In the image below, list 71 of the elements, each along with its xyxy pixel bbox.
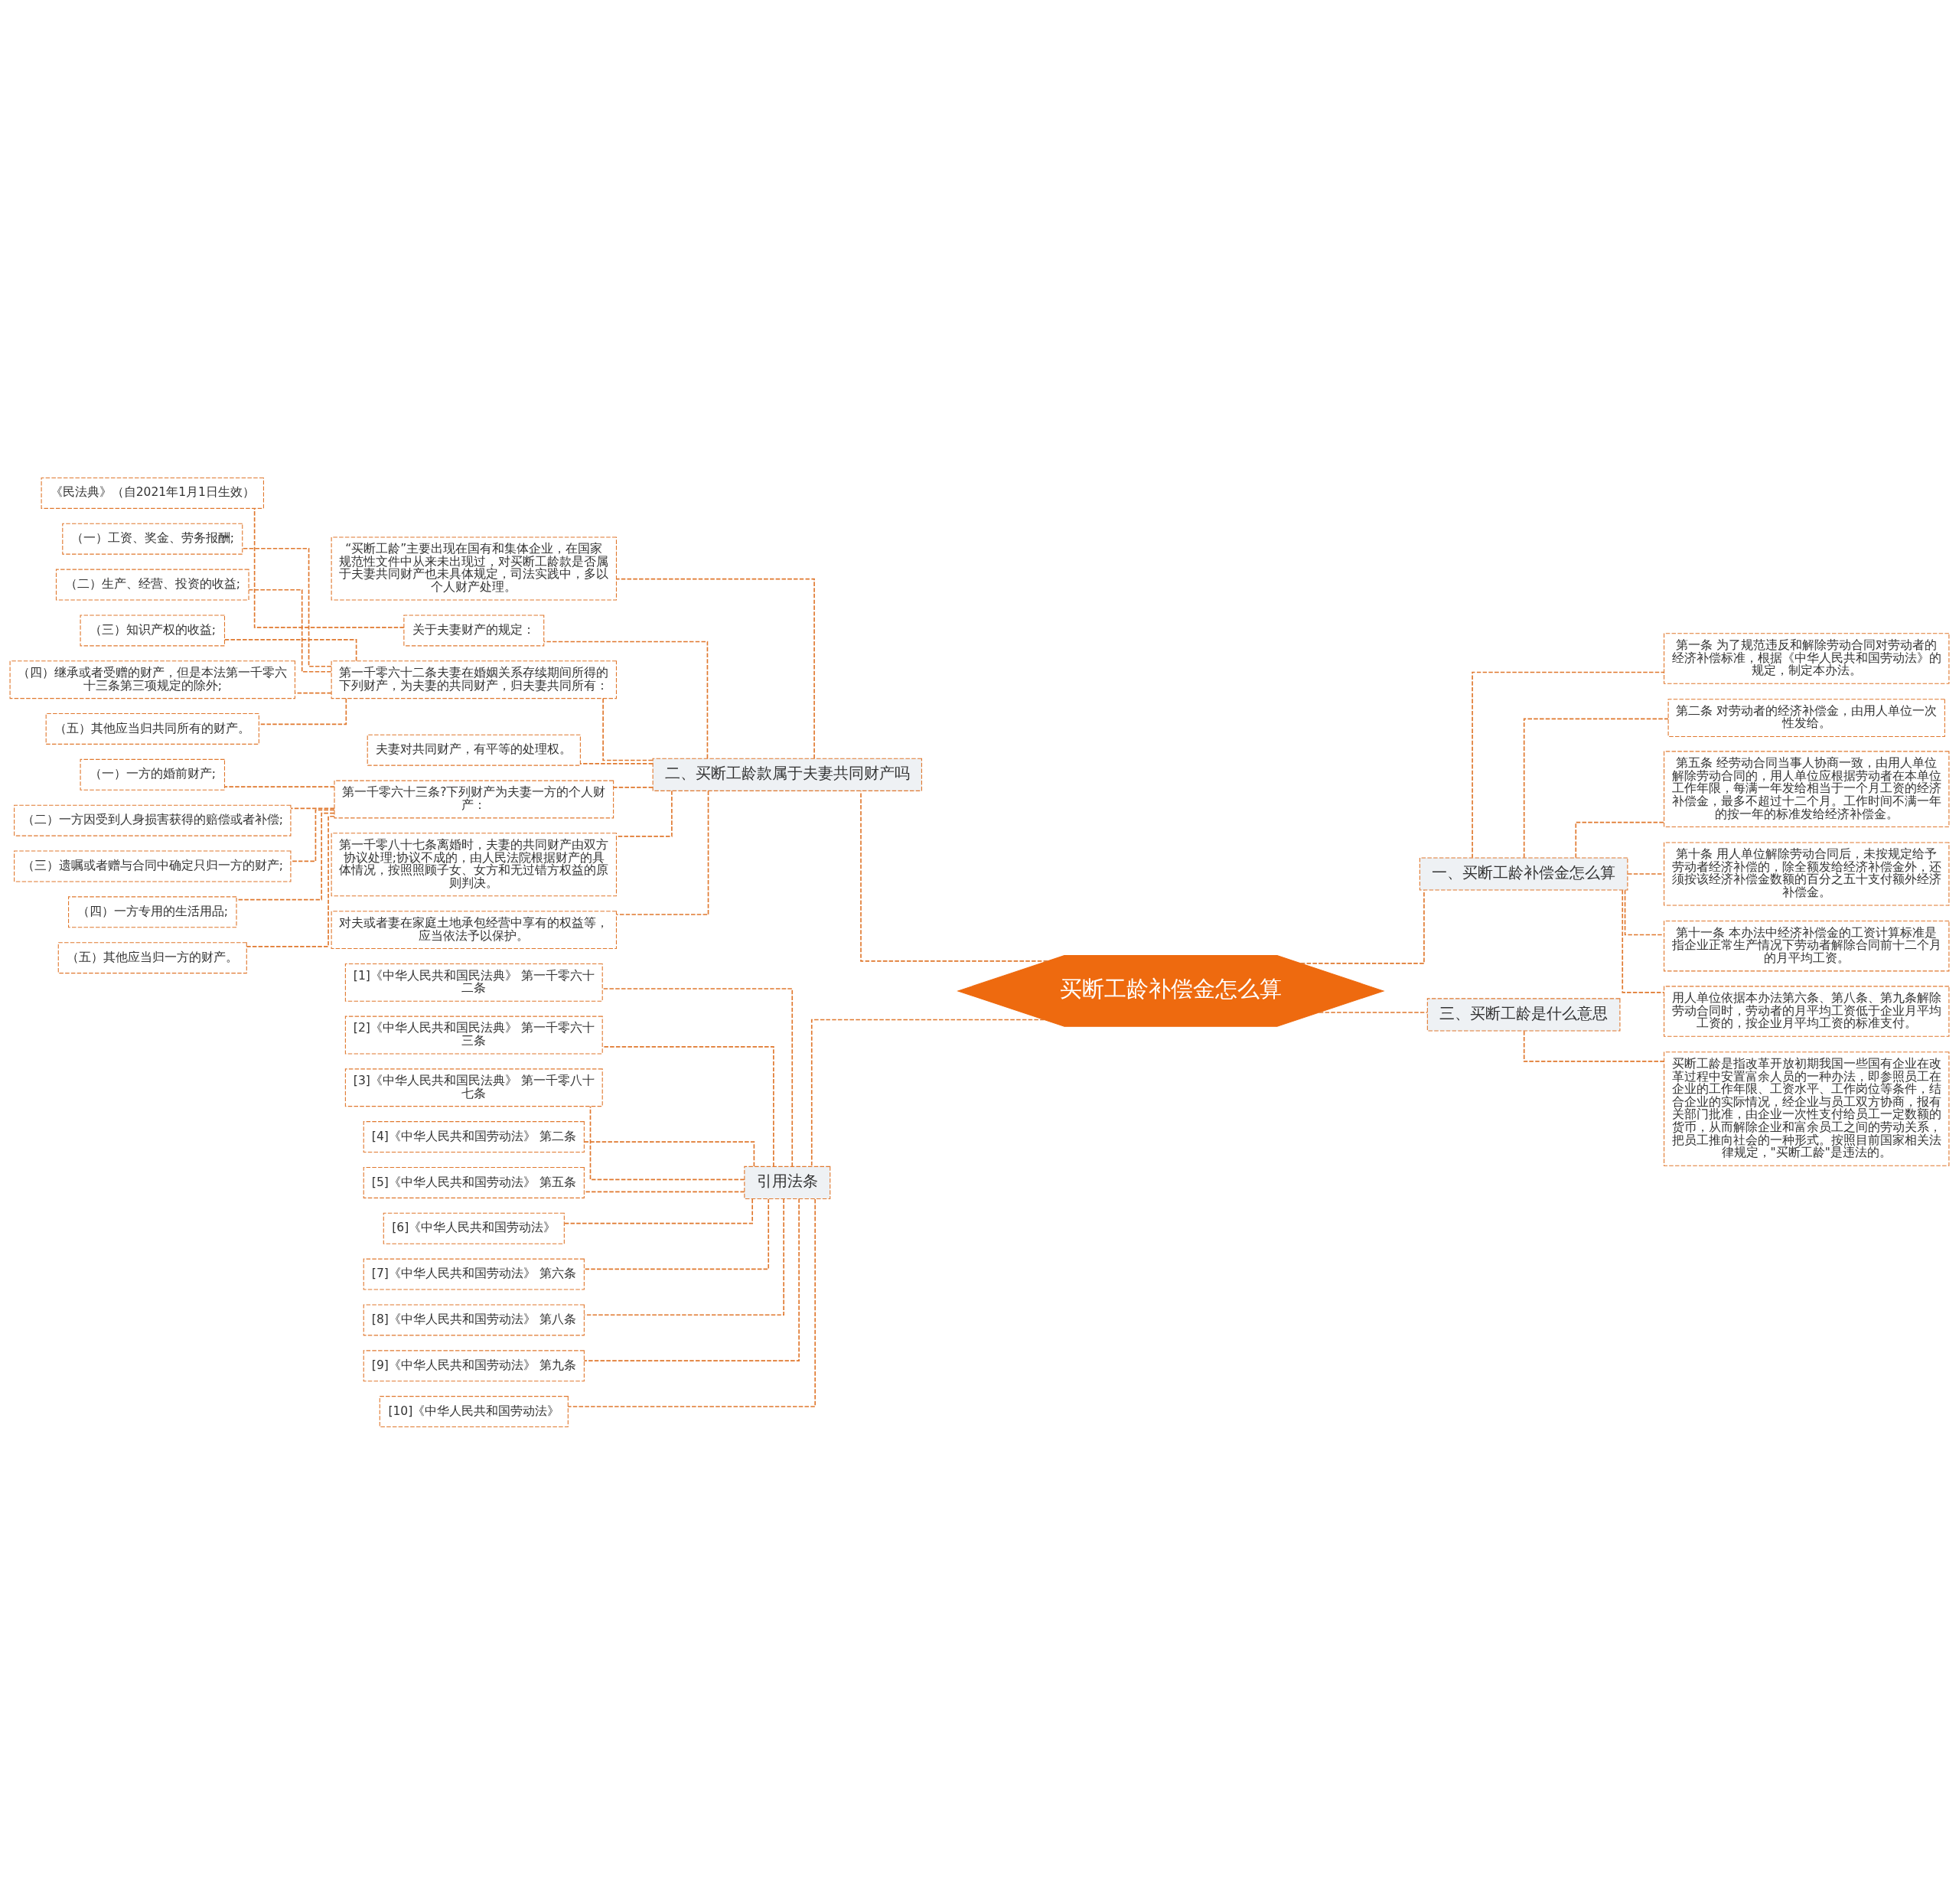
connector xyxy=(253,507,405,628)
node-box: 第十条 用人单位解除劳动合同后，未按规定给予劳动者经济补偿的，除全额发给经济补偿金外，还须按该经济补偿金数额的百分之五十支付额外经济补偿金。 xyxy=(1664,841,1950,906)
node-box: （一）工资、奖金、劳务报酬; xyxy=(62,523,243,555)
connector xyxy=(616,790,709,915)
connector xyxy=(583,1198,800,1361)
connector xyxy=(248,588,332,673)
connector xyxy=(223,638,357,661)
node-box: [3]《中华人民共和国民法典》 第一千零八十七条 xyxy=(344,1068,603,1107)
node-box: 第一条 为了规范违反和解除劳动合同对劳动者的经济补偿标准，根据《中华人民共和国劳动法》的规定，制定本办法。 xyxy=(1664,632,1950,684)
node-box: 第一千零六十三条?下列财产为夫妻一方的个人财产： xyxy=(334,780,614,818)
node-box: 第十一条 本办法中经济补偿金的工资计算标准是指企业正常生产情况下劳动者解除合同前十二个月的月平均工资。 xyxy=(1664,920,1950,971)
node-box: 二、买断工龄款属于夫妻共同财产吗 xyxy=(652,758,922,791)
node-box: 买断工龄是指改革开放初期我国一些国有企业在改革过程中安置富余人员的一种办法，即参照员工在企业的工作年限、工资水平、工作岗位等条件，结合企业的实际情况，经企业与员工双方协商，报有关部门批准，由企业一次性支付给员工一定数额的货币，从而解除企业和富余员工之间的劳动关系，把员工推向社会的一种形式。按照目前国家相关法律规定，"买断工龄"是违法的。 xyxy=(1664,1051,1950,1166)
connector xyxy=(543,641,709,759)
node-box: （二）一方因受到人身损害获得的赔偿或者补偿; xyxy=(14,804,292,836)
node-box: 《民法典》（自2021年1月1日生效） xyxy=(41,477,264,509)
node-box: [7]《中华人民共和国劳动法》 第六条 xyxy=(363,1258,585,1290)
connector xyxy=(601,1045,774,1167)
connector xyxy=(563,1198,753,1224)
node-box: （三）知识产权的收益; xyxy=(80,614,226,646)
node-box: （四）一方专用的生活用品; xyxy=(68,895,237,928)
connector xyxy=(1622,888,1665,993)
connector xyxy=(589,1105,745,1180)
node-box: [9]《中华人民共和国劳动法》 第九条 xyxy=(363,1349,585,1381)
node-box: 三、买断工龄是什么意思 xyxy=(1426,997,1621,1032)
connector xyxy=(1575,821,1665,858)
connector xyxy=(810,1019,1045,1167)
connector xyxy=(1318,1011,1428,1013)
node-box: [8]《中华人民共和国劳动法》 第八条 xyxy=(363,1303,585,1335)
node-box: “买断工龄”主要出现在国有和集体企业，在国家规范性文件中从来未出现过，对买断工龄款是否属于夫妻共同财产也未具体规定，司法实践中，多以个人财产处理。 xyxy=(331,536,618,601)
connector xyxy=(290,809,335,862)
node-box: （三）遗嘱或者赠与合同中确定只归一方的财产; xyxy=(14,850,292,882)
connector xyxy=(583,1198,770,1270)
node-box: （四）继承或者受赠的财产，但是本法第一千零六十三条第三项规定的除外; xyxy=(9,660,295,699)
connector xyxy=(602,697,654,761)
connector xyxy=(583,1140,755,1167)
node-box: [5]《中华人民共和国劳动法》 第五条 xyxy=(363,1166,585,1198)
connector xyxy=(290,807,335,809)
node-box: 用人单位依据本办法第六条、第八条、第九条解除劳动合同时，劳动者的月平均工资低于企业月平均工资的，按企业月平均工资的标准支付。 xyxy=(1664,985,1950,1037)
node-box: [10]《中华人民共和国劳动法》 xyxy=(379,1395,569,1427)
connector xyxy=(612,786,654,788)
node-box: （五）其他应当归共同所有的财产。 xyxy=(45,712,259,745)
connector xyxy=(1472,671,1665,859)
connector xyxy=(246,815,335,947)
connector xyxy=(579,762,654,765)
connector xyxy=(583,1198,784,1316)
node-box: 第一千零八十七条离婚时，夫妻的共同财产由双方协议处理;协议不成的，由人民法院根据财产的具体情况，按照照顾子女、女方和无过错方权益的原则判决。 xyxy=(331,832,618,896)
node-box: 第二条 对劳动者的经济补偿金，由用人单位一次性发给。 xyxy=(1667,698,1945,737)
connector xyxy=(583,1191,745,1192)
node-box: 第五条 经劳动合同当事人协商一致，由用人单位解除劳动合同的，用人单位应根据劳动者在本单位工作年限，每满一年发给相当于一个月工资的经济补偿金，最多不超过十二个月。工作时间不满一年的按一年的标准发给经济补偿金。 xyxy=(1664,750,1950,827)
connector xyxy=(1299,889,1425,964)
connector xyxy=(242,547,332,667)
node-box: （五）其他应当归一方的财产。 xyxy=(57,941,247,973)
node-box: [4]《中华人民共和国劳动法》 第二条 xyxy=(363,1120,585,1153)
connector xyxy=(1523,718,1669,859)
connector xyxy=(615,578,815,759)
node-box: （一）一方的婚前财产; xyxy=(80,758,226,791)
node-box: [1]《中华人民共和国民法典》 第一千零六十二条 xyxy=(344,963,603,1002)
node-box: 一、买断工龄补偿金怎么算 xyxy=(1419,856,1628,891)
connector xyxy=(601,987,794,1167)
connector xyxy=(1523,1029,1664,1062)
connector xyxy=(223,785,335,787)
node-box: 关于夫妻财产的规定： xyxy=(403,614,545,646)
node-box: 对夫或者妻在家庭土地承包经营中享有的权益等，应当依法予以保护。 xyxy=(331,910,618,949)
node-box: 第一千零六十二条夫妻在婚姻关系存续期间所得的下列财产，为夫妻的共同财产，归夫妻共同所有： xyxy=(331,660,618,699)
node-box: （二）生产、经营、投资的收益; xyxy=(55,569,249,601)
connector xyxy=(567,1198,816,1407)
node-box: 引用法条 xyxy=(744,1166,831,1199)
node-box: 夫妻对共同财产，有平等的处理权。 xyxy=(367,734,581,766)
node-box: [2]《中华人民共和国民法典》 第一千零六十三条 xyxy=(344,1016,603,1054)
node-box: [6]《中华人民共和国劳动法》 xyxy=(383,1212,565,1244)
